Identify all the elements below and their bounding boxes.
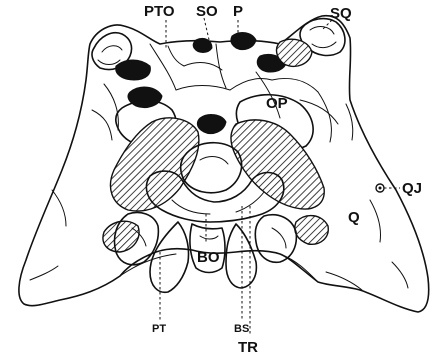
label-sq: SQ [330, 5, 352, 22]
skull-outline [19, 16, 429, 312]
quadratojugal-marker [376, 184, 384, 192]
label-op: OP [266, 95, 288, 112]
label-pto: PTO [144, 3, 175, 20]
dorsal-fossae [116, 33, 312, 134]
label-tr: TR [238, 339, 258, 356]
label-bs: BS [234, 323, 249, 335]
label-q: Q [348, 209, 360, 226]
label-p: P [233, 3, 243, 20]
label-bo: BO [197, 249, 220, 266]
label-so: SO [196, 3, 218, 20]
label-qj: QJ [402, 180, 422, 197]
label-pt: PT [152, 323, 166, 335]
